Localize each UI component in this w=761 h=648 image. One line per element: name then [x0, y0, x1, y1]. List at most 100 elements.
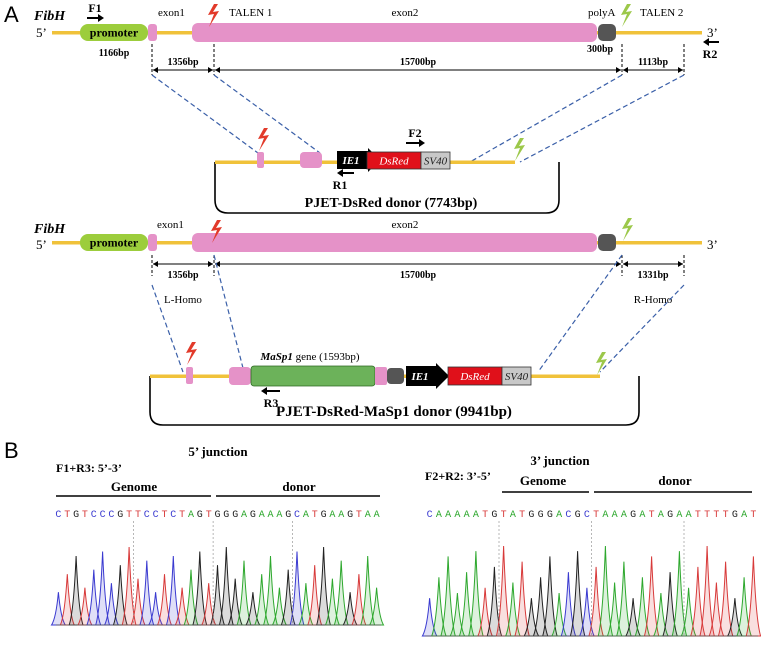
sequence-base: G: [528, 510, 534, 521]
sequence-base: C: [91, 510, 97, 521]
chromatogram-peak: [227, 578, 243, 626]
primer-r1-label: R1: [333, 178, 348, 192]
sequence-base: G: [667, 510, 673, 521]
chromatogram-peak: [430, 577, 447, 637]
chromatogram-peak: [578, 587, 595, 637]
sequence-base: A: [338, 510, 344, 521]
sequence-base: T: [501, 510, 507, 521]
promoter-label-2: promoter: [90, 236, 139, 250]
sequence-base: A: [686, 510, 692, 521]
sequence-base: G: [117, 510, 123, 521]
chromatogram-peak: [218, 546, 234, 626]
chromatogram-peak: [183, 569, 199, 626]
donor1-talen2-lightning-icon: [514, 138, 525, 161]
donor1-dsred-label: DsRed: [378, 156, 409, 168]
exon2-box-2: [192, 233, 597, 252]
donor2-plasmid-loop: [149, 376, 640, 426]
chromatogram-peak: [690, 566, 706, 637]
sequence-base: T: [135, 510, 141, 521]
sequence-base: G: [347, 510, 353, 521]
sequence-base: A: [473, 510, 479, 521]
chromatogram-peak: [59, 574, 75, 626]
donor2-exon1-box: [186, 367, 193, 384]
sequence-base: C: [55, 510, 61, 521]
exon1-box: [148, 24, 157, 41]
sequence-base: C: [108, 510, 114, 521]
chromatogram-peak: [421, 598, 438, 637]
exon2-box: [192, 23, 597, 42]
chromatogram-peak: [351, 574, 367, 626]
homology-connectors-2: [151, 254, 685, 373]
chromatogram-peak: [486, 566, 503, 637]
chromatogram-peak: [368, 587, 385, 626]
sequence-base: G: [732, 510, 738, 521]
distance-exon1-label: 1356bp: [167, 57, 199, 68]
sequence-base: A: [676, 510, 682, 521]
sequence-base: T: [64, 510, 70, 521]
sequence-base: T: [356, 510, 362, 521]
sequence-base: A: [741, 510, 747, 521]
sequence-base: A: [188, 510, 194, 521]
sequence-base: A: [241, 510, 247, 521]
left-junction-title: 5’ junction: [188, 444, 248, 459]
chromatogram-peak: [504, 582, 521, 637]
chromatogram-peak: [477, 587, 494, 637]
right-primer-label: F2+R2: 3’-5’: [425, 469, 491, 483]
promoter-box: [80, 24, 148, 41]
chromatogram-peak: [588, 566, 604, 637]
chromatogram-peak: [147, 592, 164, 626]
sequence-base: T: [312, 510, 318, 521]
donor2-talen2-lightning-icon: [596, 352, 607, 375]
gene-name-fibh-2: FibH: [33, 222, 66, 237]
dimension-lines-row1: [151, 44, 685, 75]
sequence-base: A: [276, 510, 282, 521]
gene-name-fibh: FibH: [33, 9, 66, 24]
sequence-base: A: [436, 510, 442, 521]
sequence-base: C: [144, 510, 150, 521]
chromatogram-peak: [634, 577, 651, 637]
chromatogram-peak: [708, 582, 725, 637]
chromatogram-peak: [523, 598, 540, 637]
sequence-base: A: [259, 510, 265, 521]
primer-f1-label: F1: [88, 1, 101, 15]
panel-label-a: A: [4, 2, 19, 27]
donor2-exon2a-box: [229, 367, 251, 385]
sequence-base: T: [750, 510, 756, 521]
primer-r3-label: R3: [264, 396, 279, 410]
primer-f2-arrowhead-icon: [419, 139, 425, 147]
talen2-label: TALEN 2: [640, 7, 683, 19]
sequence-base: G: [214, 510, 220, 521]
chromatogram-peak: [745, 556, 761, 637]
chromatogram-peak: [333, 560, 349, 626]
polya-label: polyA: [588, 7, 616, 19]
sequence-base: A: [374, 510, 380, 521]
primer-f1-arrowhead-icon: [98, 14, 104, 22]
sequence-base: T: [713, 510, 719, 521]
five-prime-label: 5’: [36, 25, 47, 40]
donor1-title: PJET-DsRed donor (7743bp): [305, 196, 478, 211]
donor1-sv40-label: SV40: [424, 156, 448, 168]
chromatogram-peak: [736, 577, 753, 637]
donor1-talen1-lightning-icon: [258, 128, 269, 151]
chromatogram-peak: [139, 560, 155, 626]
sequence-base: G: [321, 510, 327, 521]
chromatogram-peak: [625, 598, 642, 637]
right-junction-title: 3’ junction: [530, 453, 590, 468]
masp1-gene-label: MaSp1 gene (1593bp): [260, 351, 360, 363]
chromatogram-peak: [192, 551, 208, 626]
chromatogram-peak: [298, 583, 314, 626]
sequence-base: A: [464, 510, 470, 521]
sequence-base: T: [161, 510, 167, 521]
left-primer-label: F1+R3: 5’-3’: [56, 461, 122, 475]
donor2-talen1-lightning-icon: [186, 342, 197, 365]
sequence-base: G: [232, 510, 238, 521]
sequence-base: C: [100, 510, 106, 521]
chromatogram-peak: [130, 578, 146, 626]
exon1-box-2: [148, 234, 157, 251]
sequence-base: A: [445, 510, 451, 521]
sequence-base: T: [519, 510, 525, 521]
chromatogram-peak: [112, 565, 128, 626]
donor1-exon1-box: [257, 152, 264, 168]
primer-r2-arrowhead-icon: [703, 38, 709, 46]
